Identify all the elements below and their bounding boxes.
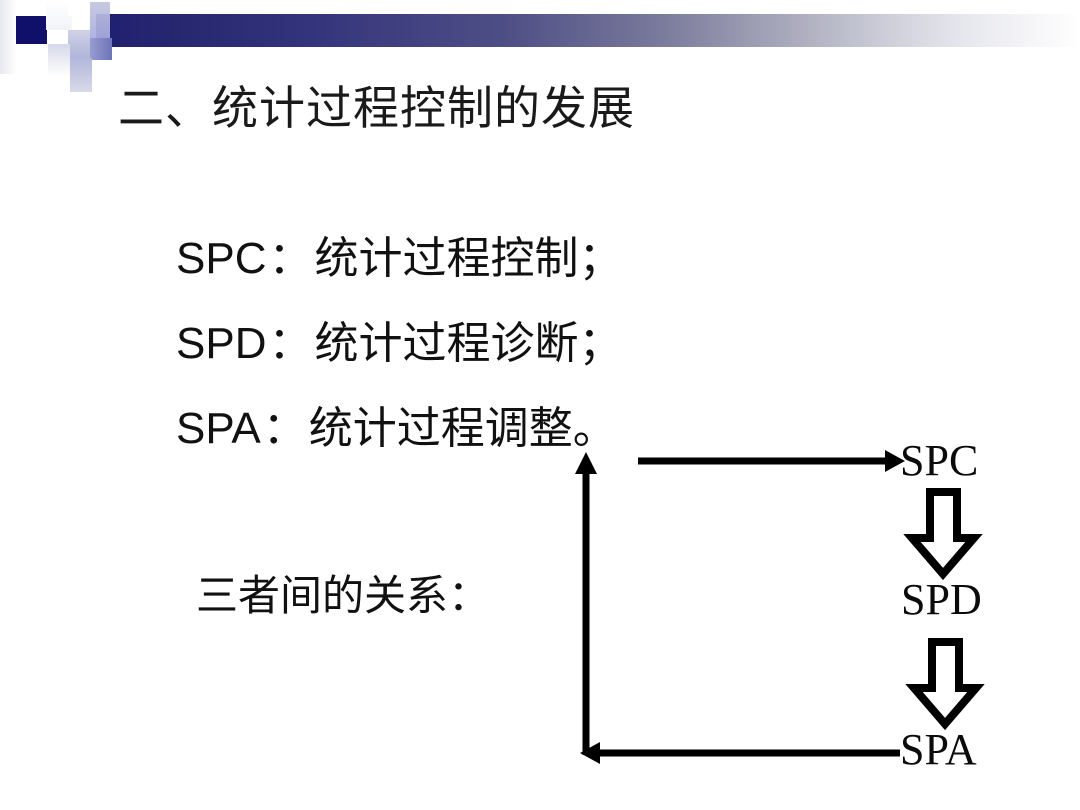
block-arrow-spd-to-spa bbox=[905, 638, 985, 731]
decor-square-lavender-tall bbox=[90, 2, 110, 38]
definition-separator-spd: ： bbox=[268, 319, 313, 368]
cycle-diagram: SPC SPD SPA bbox=[560, 430, 1080, 800]
definition-meaning-spc: 统计过程控制； bbox=[314, 234, 623, 283]
decor-square-lavender-mid bbox=[68, 30, 90, 60]
diagram-node-spd: SPD bbox=[901, 575, 982, 624]
definition-acronym-spa: SPA bbox=[176, 404, 261, 453]
decor-square-lavender-low bbox=[70, 58, 92, 92]
definition-row-spc: SPC：统计过程控制； bbox=[176, 224, 622, 309]
header-gradient-fill bbox=[96, 14, 1080, 47]
arrow-left-from-spa bbox=[580, 742, 900, 764]
header-gradient-bar bbox=[96, 14, 1080, 47]
definition-meaning-spa: 统计过程调整。 bbox=[308, 404, 617, 453]
diagram-node-spa: SPA bbox=[900, 725, 977, 774]
definition-list: SPC：统计过程控制； SPD：统计过程诊断； SPA：统计过程调整。 bbox=[176, 224, 622, 479]
definition-acronym-spc: SPC bbox=[176, 234, 267, 283]
block-arrow-spc-to-spd bbox=[903, 488, 983, 581]
arrow-up-left-side bbox=[575, 452, 597, 755]
definition-row-spd: SPD：统计过程诊断； bbox=[176, 309, 622, 394]
definition-separator-spc: ： bbox=[268, 234, 313, 283]
page-title: 二、统计过程控制的发展 bbox=[118, 83, 635, 134]
decor-square-white-mid bbox=[46, 0, 72, 30]
diagram-node-spc: SPC bbox=[900, 436, 979, 485]
decor-square-periwinkle bbox=[88, 38, 112, 60]
decor-square-white-top bbox=[26, 2, 46, 16]
decor-square-navy bbox=[16, 16, 47, 44]
definition-separator-spa: ： bbox=[262, 404, 307, 453]
definition-row-spa: SPA：统计过程调整。 bbox=[176, 394, 622, 479]
decor-square-pale-left bbox=[0, 0, 17, 74]
definition-acronym-spd: SPD bbox=[176, 319, 267, 368]
relation-label: 三者间的关系： bbox=[196, 572, 491, 619]
definition-meaning-spd: 统计过程诊断； bbox=[314, 319, 623, 368]
decor-square-pale-low bbox=[48, 44, 70, 76]
decor-square-white-notch bbox=[68, 0, 90, 16]
arrow-right-to-spc bbox=[638, 450, 905, 472]
